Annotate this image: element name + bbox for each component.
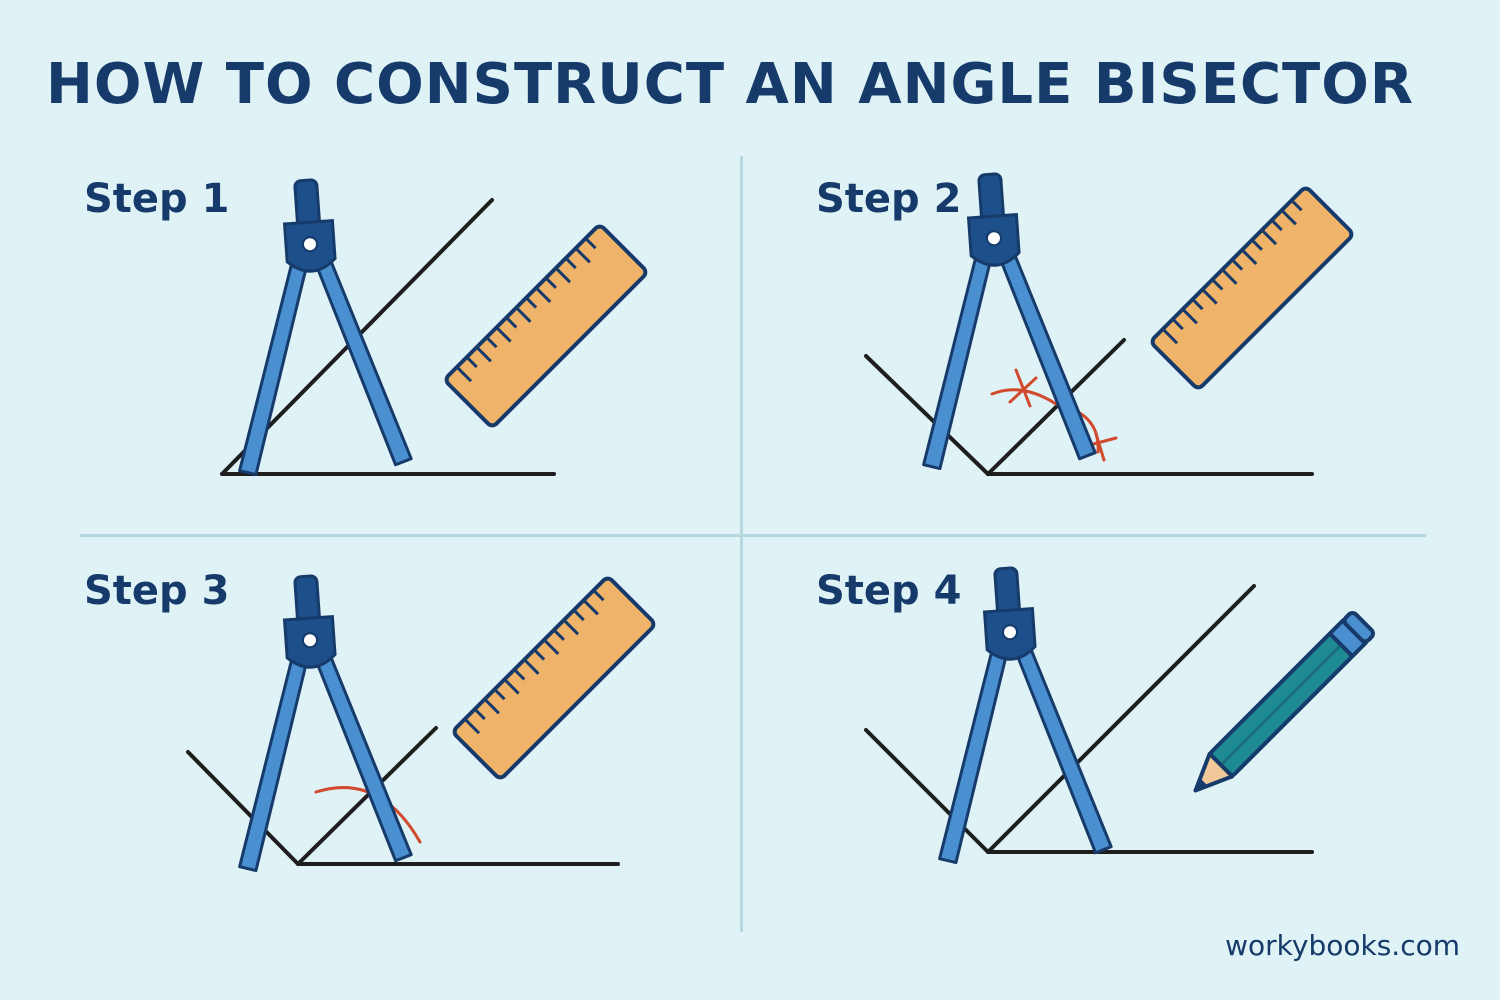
- step-3-panel: Step 3: [80, 548, 740, 928]
- compass-icon: [902, 166, 1098, 472]
- step-3-illustration: [186, 568, 740, 874]
- ruler-icon: [452, 576, 656, 780]
- step-2-illustration: [864, 166, 1472, 476]
- compass-icon: [218, 172, 414, 478]
- step-4-label: Step 4: [816, 568, 962, 614]
- step-1-illustration: [218, 172, 740, 478]
- step-1-label: Step 1: [84, 176, 230, 222]
- footer-website: workybooks.com: [1225, 929, 1460, 962]
- compass-icon: [918, 560, 1114, 866]
- ruler-icon: [444, 224, 648, 428]
- horizontal-divider: [80, 534, 1426, 537]
- compass-icon: [218, 568, 414, 874]
- vertical-divider: [740, 156, 743, 932]
- step-4-illustration: [864, 560, 1376, 866]
- step-4-panel: Step 4: [812, 548, 1472, 928]
- step-1-panel: Step 1: [80, 156, 740, 536]
- step-2-panel: Step 2: [812, 156, 1472, 536]
- step-2-label: Step 2: [816, 176, 962, 222]
- pencil-icon: [1193, 610, 1376, 793]
- step-3-label: Step 3: [84, 568, 230, 614]
- page-title: HOW TO CONSTRUCT AN ANGLE BISECTOR: [46, 52, 1414, 117]
- ruler-icon: [1150, 186, 1354, 390]
